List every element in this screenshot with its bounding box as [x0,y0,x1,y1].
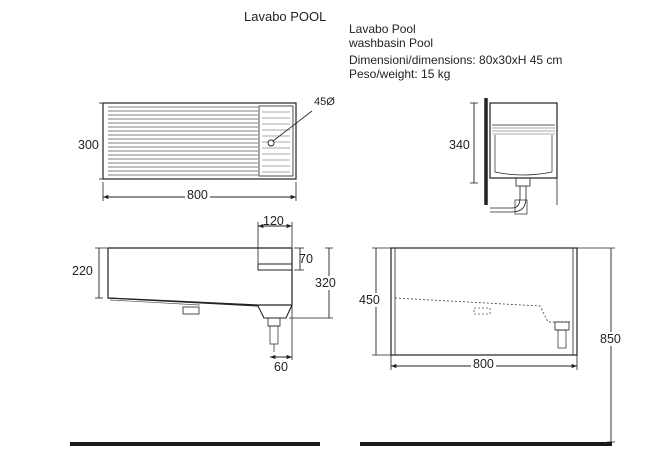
product-name: Lavabo Pool [349,22,416,36]
product-dimensions: Dimensioni/dimensions: 80x30xH 45 cm [349,53,563,67]
front-siphon [267,317,281,327]
top-view [99,102,313,201]
siphon-pipe [490,186,521,209]
dim-label-shelf-width: 120 [263,214,284,228]
back-hidden-basin [394,297,570,323]
front-section-view [95,222,333,360]
back-basin-outline [390,247,578,356]
siphon-top [515,177,531,187]
front-basin-outline [107,248,293,306]
dim-label-front-height: 220 [72,264,93,278]
dim-label-shelf-height: 70 [299,252,313,266]
front-shelf [257,263,293,271]
side-basin-inner [494,135,553,176]
back-siphon [554,321,570,331]
dim-label-back-width: 800 [471,357,496,371]
drain-leader-line [272,110,313,142]
top-view-shelf [258,105,294,177]
side-view-grooves [492,127,555,135]
dim-label-basin-depth: 320 [314,276,337,290]
side-view [470,98,558,215]
top-view-shelf-grooves [262,111,290,173]
dim-label-side-height: 340 [449,138,470,152]
dim-label-floor-height: 850 [600,332,621,346]
front-drain-cap [182,306,200,315]
dim-label-top-depth: 300 [78,138,99,152]
top-view-grooves [108,106,258,176]
dim-label-back-height: 450 [359,293,380,307]
dim-label-top-width: 800 [185,188,210,202]
front-sloped-bottom [107,297,293,319]
dim-label-drain-offset: 60 [274,360,288,374]
product-weight: Peso/weight: 15 kg [349,67,451,81]
side-basin-body [489,102,558,179]
drain-hole-icon [267,139,275,147]
dim-label-drain-diameter: 45Ø [314,96,335,108]
back-view [372,247,615,443]
drawing-title: Lavabo POOL [244,9,327,24]
top-view-outline [102,102,297,180]
product-name-en: washbasin Pool [349,36,434,50]
